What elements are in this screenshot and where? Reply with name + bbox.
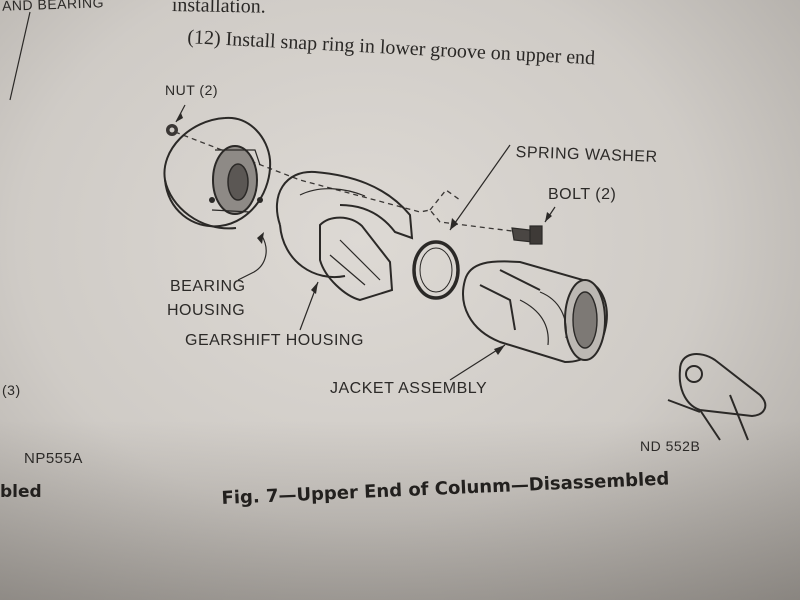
margin-reference: (3) bbox=[2, 382, 21, 398]
figure-code: ND 552B bbox=[640, 438, 701, 454]
label-bearing-housing-line1: BEARING bbox=[170, 278, 246, 295]
label-nut: NUT (2) bbox=[165, 82, 219, 98]
gearshift-housing-part bbox=[275, 170, 414, 302]
margin-rule bbox=[9, 11, 31, 101]
nut-part bbox=[166, 124, 178, 136]
bolt-part bbox=[511, 225, 543, 245]
margin-caption-fragment: bled bbox=[0, 482, 42, 502]
label-bearing-housing-line2: HOUSING bbox=[167, 302, 246, 319]
label-jacket-assembly: JACKET ASSEMBLY bbox=[330, 380, 488, 397]
label-gearshift-housing: GEARSHIFT HOUSING bbox=[185, 332, 364, 349]
label-bolt: BOLT (2) bbox=[548, 186, 617, 203]
margin-figure-code: NP555A bbox=[24, 450, 83, 467]
detail-bracket-part bbox=[667, 353, 767, 441]
spring-washer-part bbox=[412, 240, 460, 300]
bearing-housing-part bbox=[163, 116, 272, 230]
jacket-assembly-part bbox=[462, 260, 608, 364]
